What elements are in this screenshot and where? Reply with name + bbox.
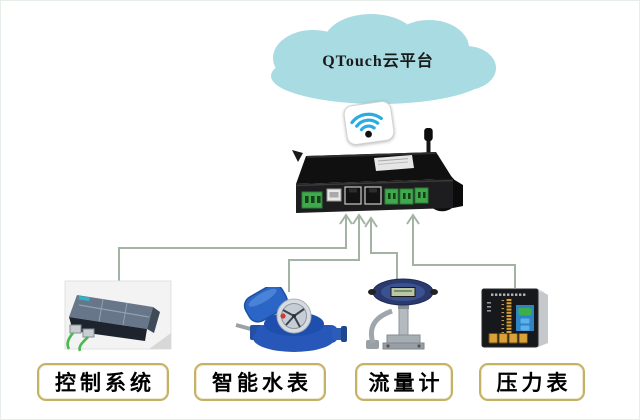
arrowhead-flow-meter [364,216,378,228]
wifi-icon [342,99,396,147]
control-system-image [64,280,172,352]
connection-line-water-meter [288,217,360,292]
flow-meter-image [366,278,438,350]
label-flow-meter: 流量计 [355,363,453,401]
cloud-icon [271,14,496,104]
arrowhead-control-system [339,213,353,225]
connection-line-control-system [118,217,347,283]
gateway-ethernet-ports [344,186,382,205]
gateway-sticker [374,155,414,171]
connection-line-flow-meter [370,220,398,284]
cloud-platform-label: QTouch云平台 [322,53,434,70]
water-meter-image [235,287,347,352]
connection-line-pressure-gauge [412,217,516,288]
gateway-terminal-blocks-io [384,187,429,205]
arrowhead-pressure-gauge [406,213,420,225]
label-control-system: 控制系统 [37,363,169,401]
label-pressure-gauge: 压力表 [479,363,585,401]
gateway-terminal-block-power [301,191,323,209]
gateway-device-image [292,128,463,213]
arrowhead-water-meter [352,213,366,225]
gateway-usb-port [326,188,342,202]
label-smart-water-meter: 智能水表 [194,363,326,401]
pressure-gauge-image [481,288,548,348]
